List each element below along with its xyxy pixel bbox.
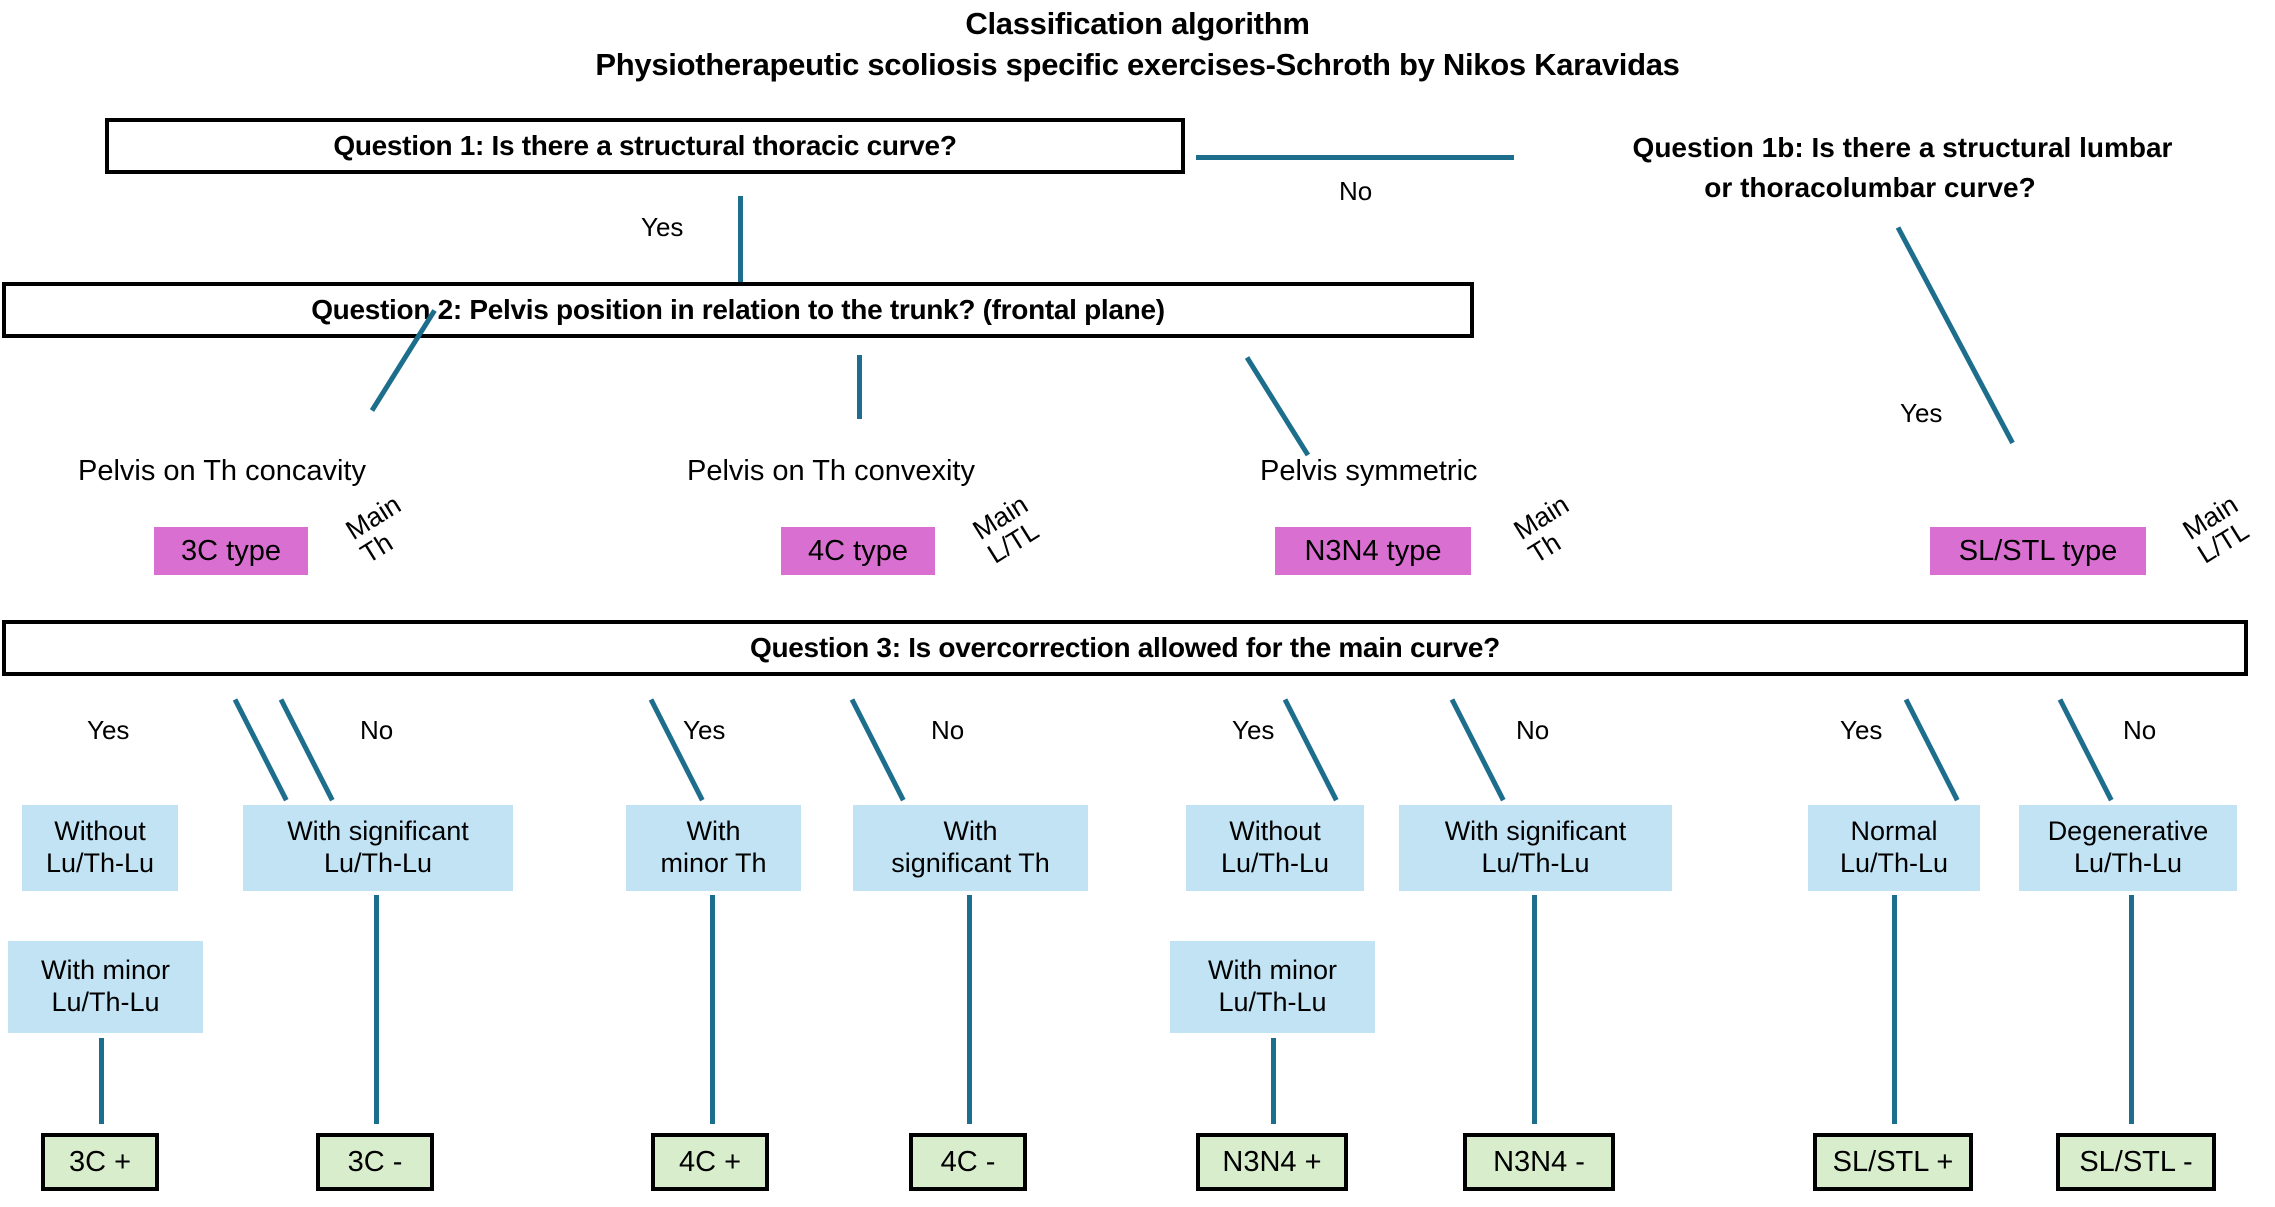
pelvis-label-concavity: Pelvis on Th concavity: [78, 455, 366, 487]
outcome-3c-minus: 3C -: [316, 1133, 434, 1191]
question-3-box: Question 3: Is overcorrection allowed fo…: [2, 620, 2248, 676]
outcome-slstl-minus: SL/STL -: [2056, 1133, 2216, 1191]
branch-2-yes-connector: [648, 698, 705, 802]
type-chip-slstl: SL/STL type: [1930, 527, 2146, 575]
branch-4-yes-label: Yes: [1840, 715, 1883, 745]
outcome-4c-plus: 4C +: [651, 1133, 769, 1191]
branch-4-yes-stem: [1892, 895, 1897, 1124]
outcome-slstl-plus: SL/STL +: [1813, 1133, 1973, 1191]
main-annotation-n3n4: Main Th: [1508, 489, 1589, 569]
branch-2-no-stem: [967, 895, 972, 1124]
main-annotation-slstl: Main L/TL: [2177, 489, 2258, 569]
main-annotation-3c: Main Th: [340, 489, 421, 569]
branch-4-yes-box-1: Normal Lu/Th-Lu: [1808, 805, 1980, 891]
branch-1-no-box-1: With significant Lu/Th-Lu: [243, 805, 513, 891]
connector-q1-yes: [738, 196, 743, 282]
branch-4-no-stem: [2129, 895, 2134, 1124]
branch-1-no-label: No: [360, 715, 394, 745]
branch-1-no-stem: [374, 895, 379, 1124]
branch-4-no-label: No: [2123, 715, 2157, 745]
branch-3-yes-connector: [1282, 698, 1339, 802]
outcome-n3n4-plus: N3N4 +: [1196, 1133, 1348, 1191]
branch-1-yes-box-2: With minor Lu/Th-Lu: [8, 941, 203, 1033]
question-1-box: Question 1: Is there a structural thorac…: [105, 118, 1185, 174]
connector-q2-convexity: [857, 355, 862, 419]
type-chip-3c: 3C type: [154, 527, 308, 575]
pelvis-label-convexity: Pelvis on Th convexity: [687, 455, 975, 487]
branch-3-yes-label: Yes: [1232, 715, 1275, 745]
branch-1-yes-connector: [232, 698, 289, 802]
branch-4-no-connector: [2057, 698, 2114, 802]
branch-3-yes-box-1: Without Lu/Th-Lu: [1186, 805, 1364, 891]
outcome-n3n4-minus: N3N4 -: [1463, 1133, 1615, 1191]
type-chip-4c: 4C type: [781, 527, 935, 575]
branch-2-yes-stem: [710, 895, 715, 1124]
edge-label-q1-yes: Yes: [641, 212, 684, 242]
main-annotation-4c: Main L/TL: [967, 489, 1048, 569]
branch-3-no-connector: [1449, 698, 1506, 802]
branch-3-no-label: No: [1516, 715, 1550, 745]
outcome-4c-minus: 4C -: [909, 1133, 1027, 1191]
type-chip-n3n4: N3N4 type: [1275, 527, 1471, 575]
branch-1-yes-stem: [99, 1038, 104, 1124]
branch-3-yes-box-2: With minor Lu/Th-Lu: [1170, 941, 1375, 1033]
branch-2-yes-label: Yes: [683, 715, 726, 745]
branch-2-yes-box-1: With minor Th: [626, 805, 801, 891]
branch-1-yes-box-1: Without Lu/Th-Lu: [22, 805, 178, 891]
question-1b-line-2: or thoracolumbar curve?: [1704, 172, 2036, 203]
branch-2-no-connector: [849, 698, 906, 802]
branch-4-yes-connector: [1903, 698, 1960, 802]
branch-1-yes-label: Yes: [87, 715, 130, 745]
branch-1-no-connector: [278, 698, 335, 802]
branch-3-yes-stem: [1271, 1038, 1276, 1124]
edge-label-q1-no: No: [1339, 176, 1373, 206]
edge-label-q1b-yes: Yes: [1900, 398, 1943, 428]
pelvis-label-symmetric: Pelvis symmetric: [1260, 455, 1478, 487]
question-2-box: Question 2: Pelvis position in relation …: [2, 282, 1474, 338]
branch-3-no-stem: [1532, 895, 1537, 1124]
branch-4-no-box-1: Degenerative Lu/Th-Lu: [2019, 805, 2237, 891]
page-title-line-1: Classification algorithm: [965, 6, 1310, 41]
branch-2-no-box-1: With significant Th: [853, 805, 1088, 891]
connector-q2-symmetric: [1244, 356, 1311, 457]
question-1b-line-1: Question 1b: Is there a structural lumba…: [1632, 132, 2173, 163]
branch-2-no-label: No: [931, 715, 965, 745]
connector-q1-no: [1196, 155, 1514, 160]
outcome-3c-plus: 3C +: [41, 1133, 159, 1191]
page-title-line-2: Physiotherapeutic scoliosis specific exe…: [595, 47, 1680, 82]
branch-3-no-box-1: With significant Lu/Th-Lu: [1399, 805, 1672, 891]
